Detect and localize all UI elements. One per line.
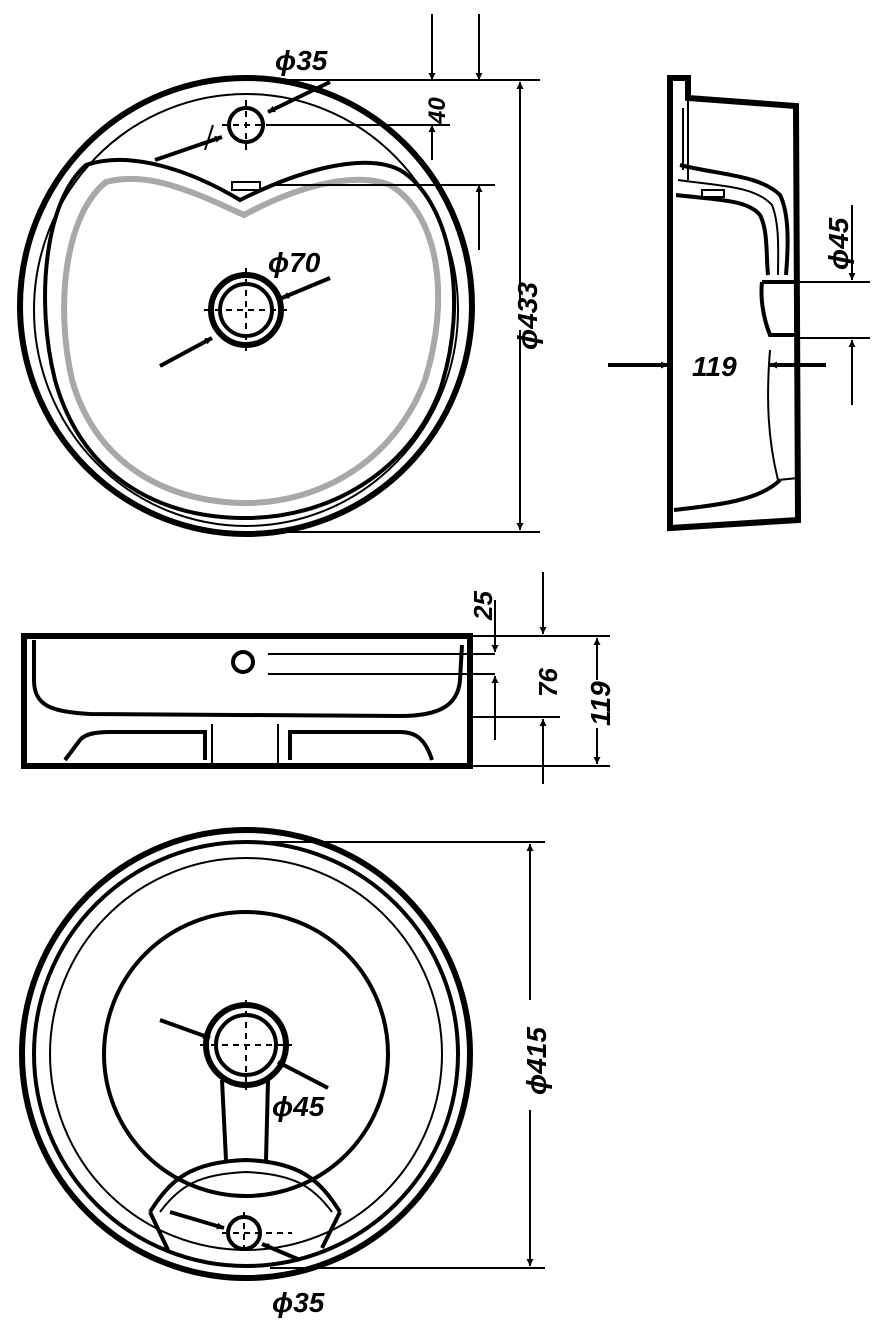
front-tap-hole bbox=[231, 650, 255, 674]
overflow-channel bbox=[679, 163, 790, 276]
tap-hole-diameter-label: ϕ35 bbox=[275, 45, 328, 76]
basin-diameter-label: ϕ433 bbox=[512, 282, 543, 350]
side-view: ϕ45 119 bbox=[608, 75, 870, 532]
overflow-slot bbox=[231, 181, 261, 191]
front-bowl-line bbox=[32, 640, 464, 719]
front-body-outline bbox=[21, 633, 473, 769]
drain-diameter-label: ϕ70 bbox=[268, 247, 321, 278]
basin-inner-rim bbox=[33, 93, 459, 527]
bottom-tap-hole-diameter-label: ϕ35 bbox=[272, 1287, 325, 1318]
bowl-outline bbox=[43, 157, 457, 521]
front-dim-top-label: 25 bbox=[468, 591, 498, 621]
basin-outer-rim bbox=[17, 75, 475, 537]
tap-offset-label: 40 bbox=[424, 97, 451, 125]
side-body-outline bbox=[667, 75, 802, 532]
side-height-label: 119 bbox=[692, 351, 737, 382]
side-drain-diameter-label: ϕ45 bbox=[823, 217, 854, 270]
bottom-diameter-label: ϕ415 bbox=[521, 1027, 552, 1095]
bottom-inner-ring bbox=[102, 910, 390, 1198]
front-dim-mid-label: 76 bbox=[533, 668, 563, 697]
bowl-shadow-line bbox=[61, 175, 442, 507]
bottom-view: ϕ415 ϕ45 ϕ35 bbox=[19, 827, 552, 1318]
tap-hole bbox=[227, 106, 265, 144]
bottom-drain-diameter-label: ϕ45 bbox=[272, 1091, 325, 1122]
front-view: 25 76 119 bbox=[21, 572, 616, 784]
overflow-bridge bbox=[148, 1157, 342, 1214]
top-view: ϕ35 ϕ70 ϕ433 40 bbox=[17, 14, 543, 537]
bottom-outer-rim bbox=[19, 827, 473, 1281]
front-dim-total-label: 119 bbox=[585, 681, 616, 726]
